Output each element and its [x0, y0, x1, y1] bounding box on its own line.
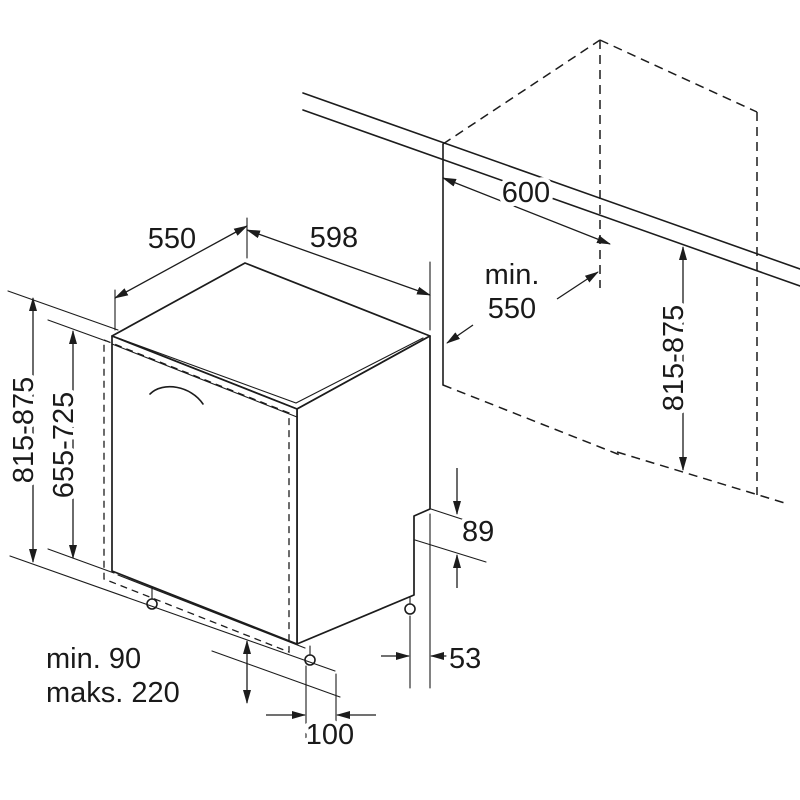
dim-label-550-depth: 550: [148, 223, 196, 255]
dim-label-53: 53: [449, 643, 481, 675]
dim-front-foot-offset: 100: [266, 665, 376, 756]
dim-label-door-height: 655-725: [48, 392, 80, 498]
dim-label-niche-height: 815-875: [658, 305, 690, 411]
dishwasher-top-rim: [117, 337, 424, 404]
dim-label-plinth-min: min. 90: [46, 643, 141, 675]
niche-outline: [442, 39, 789, 505]
door-bottom-ref: [47, 548, 115, 574]
reference-lines: [7, 290, 341, 698]
countertop-front-edge: [302, 92, 800, 270]
rear-foot-icon: [404, 596, 416, 615]
dim-arrow: [442, 177, 611, 245]
countertop-under-edge: [302, 109, 800, 287]
dim-arrow: [246, 229, 431, 296]
niche-top-left-edge: [442, 39, 601, 145]
dim-arrow-back: [556, 271, 599, 300]
dim-door-height: 655-725: [44, 330, 85, 559]
door-handle-icon: [149, 386, 204, 405]
dim-label-550-niche: 550: [488, 293, 536, 325]
dim-label-600-niche: 600: [502, 177, 550, 209]
furniture-panel-outline: [103, 339, 290, 653]
ext-line: [430, 508, 487, 528]
floor-line-max: [211, 650, 341, 698]
countertop-lines: [302, 92, 800, 287]
door-top-ref: [47, 319, 107, 342]
dim-niche-width: 600: [442, 173, 611, 245]
dim-plinth-adjustment: min. 90 maks. 220: [42, 639, 251, 714]
ext-line: [414, 539, 487, 563]
dim-label-plinth-max: maks. 220: [46, 677, 180, 709]
dim-label-89: 89: [462, 516, 494, 548]
door-top-edge-line: [111, 343, 298, 418]
front-left-foot-icon: [146, 587, 158, 610]
dim-label-100: 100: [306, 719, 354, 751]
dishwasher-door-face: [111, 335, 298, 645]
dim-appliance-height: 815-875: [4, 297, 45, 563]
dim-arrow-front: [446, 324, 474, 344]
floor-line: [9, 555, 336, 672]
dim-label-598-width: 598: [310, 222, 358, 254]
dim-niche-depth: min. 550: [446, 255, 599, 344]
dim-rear-foot-offset: 53: [381, 513, 486, 689]
dim-label-min: min.: [485, 259, 540, 291]
niche-floor-edge: [616, 451, 789, 505]
dim-top-depth: 550: [114, 217, 248, 331]
dim-arrow: [114, 225, 248, 299]
foot-wheel: [404, 603, 416, 615]
plinth-edge: [117, 574, 306, 649]
dim-niche-height: 815-875: [654, 246, 695, 471]
counter-height-ref: [7, 290, 119, 331]
niche-bottom-front-edge: [442, 384, 621, 456]
dim-label-appliance-height: 815-875: [8, 377, 40, 483]
dishwasher-body: [103, 262, 431, 666]
dim-rear-base: 89: [414, 468, 499, 588]
niche-top-back-edge: [599, 39, 758, 113]
dim-top-width: 598: [246, 218, 431, 331]
